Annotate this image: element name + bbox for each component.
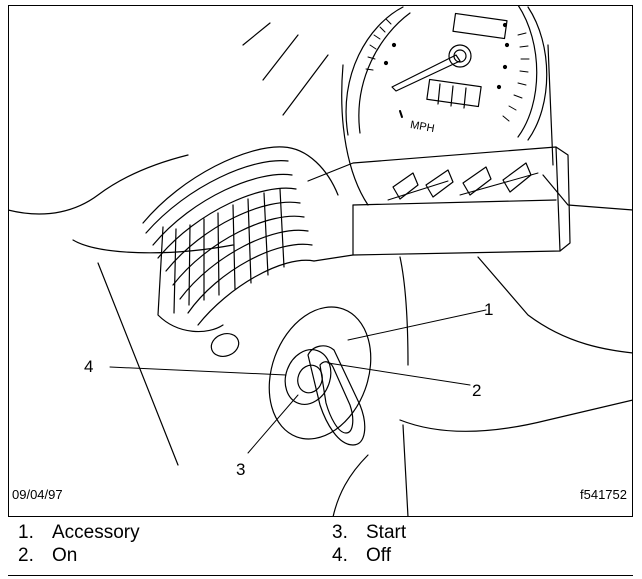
legend-number: 1.: [18, 522, 34, 543]
date-code: 09/04/97: [12, 487, 63, 502]
dash-knob: [210, 333, 240, 357]
callout-1: 1: [484, 300, 494, 319]
legend-number: 4.: [332, 545, 348, 566]
steering-column: [332, 174, 633, 517]
legend-label: Off: [366, 545, 391, 566]
bottom-rule: [8, 575, 633, 576]
legend-number: 3.: [332, 522, 348, 543]
callout-3: 3: [236, 460, 246, 479]
legend-item-accessory: 1. Accessory: [18, 523, 140, 542]
leader-lines: [109, 309, 487, 454]
odometer-display: [426, 78, 482, 109]
turn-signal-stalk: [142, 146, 571, 333]
legend-label: Start: [366, 522, 407, 543]
speedometer-gauge: [345, 5, 548, 141]
legend-number: 2.: [18, 545, 34, 566]
legend-label: Accessory: [52, 522, 140, 543]
figure-frame: [8, 5, 633, 517]
callout-2: 2: [472, 381, 482, 400]
legend-item-off: 4. Off: [332, 546, 391, 565]
ignition-illustration: [8, 5, 633, 517]
legend-item-on: 2. On: [18, 546, 77, 565]
legend-item-start: 3. Start: [332, 523, 406, 542]
speedometer-needle: [391, 44, 472, 92]
instrument-panel: [8, 22, 554, 466]
figure-id: f541752: [580, 487, 627, 502]
legend-label: On: [52, 545, 78, 566]
callout-4: 4: [84, 357, 94, 376]
ignition-switch: [268, 306, 372, 446]
